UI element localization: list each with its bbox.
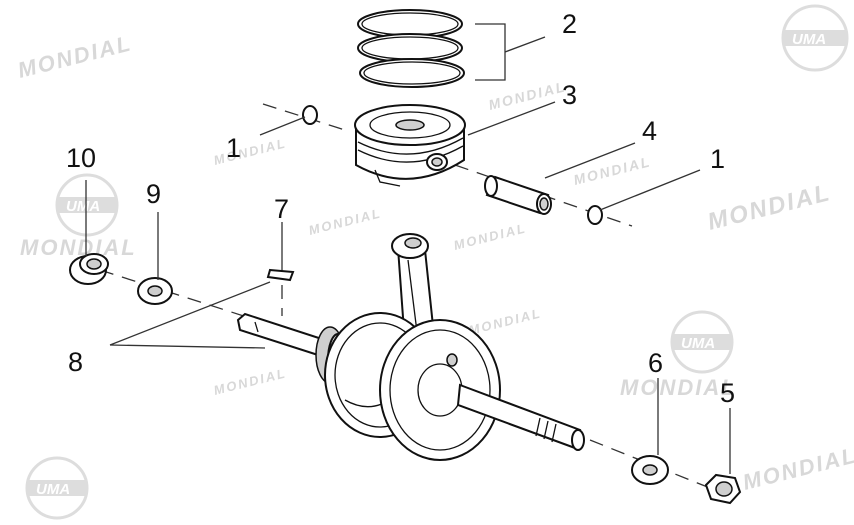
uma-logo-watermark: UMA [781, 4, 849, 72]
uma-logo-text: UMA [681, 335, 715, 352]
watermark-mondial: MONDIAL [620, 375, 737, 400]
callout-2: 2 [562, 9, 577, 39]
callout-labels: 1 2 3 4 1 7 8 9 10 6 5 [66, 9, 735, 408]
bearing-10 [69, 253, 109, 285]
watermark-mondial: MONDIAL [307, 205, 383, 238]
leader-lines [85, 23, 731, 474]
watermark-mondial: MONDIAL [212, 135, 288, 168]
uma-logo-text: UMA [792, 31, 826, 48]
watermark-mondial: MONDIAL [452, 220, 528, 253]
callout-10: 10 [66, 143, 96, 173]
woodruff-key [266, 268, 295, 282]
crankshaft [236, 233, 585, 461]
piston-rings [357, 9, 465, 88]
watermark-mondial: MONDIAL [572, 153, 653, 188]
callout-9: 9 [146, 179, 161, 209]
callout-3: 3 [562, 80, 577, 110]
uma-logo-text: UMA [36, 481, 70, 498]
watermark-mondial: MONDIAL [740, 442, 854, 494]
washer-9 [137, 277, 173, 305]
callout-5: 5 [720, 378, 735, 408]
callout-6: 6 [648, 348, 663, 378]
circlip-left [302, 105, 318, 125]
uma-logo-watermark: UMA [55, 173, 119, 237]
callout-8: 8 [68, 347, 83, 377]
piston-pin [484, 175, 552, 215]
watermark-mondial: MONDIAL [487, 78, 568, 113]
watermark-mondial: MONDIAL [15, 30, 134, 82]
uma-logo-watermark: UMA [670, 310, 734, 374]
uma-logo-text: UMA [66, 198, 100, 215]
uma-logo-watermark: UMA [25, 456, 89, 520]
callout-4: 4 [642, 116, 657, 146]
washer-6 [631, 455, 669, 485]
nut-5 [704, 473, 742, 505]
callout-1-left: 1 [226, 133, 241, 163]
watermark-mondial: MONDIAL [467, 305, 543, 338]
watermark-mondial: MONDIAL [212, 365, 288, 398]
callout-1-right: 1 [710, 144, 725, 174]
piston [354, 104, 466, 187]
circlip-right [587, 205, 603, 225]
watermark-mondial: MONDIAL [20, 235, 137, 260]
callout-7: 7 [274, 194, 289, 224]
watermark-mondial: MONDIAL [705, 179, 834, 236]
